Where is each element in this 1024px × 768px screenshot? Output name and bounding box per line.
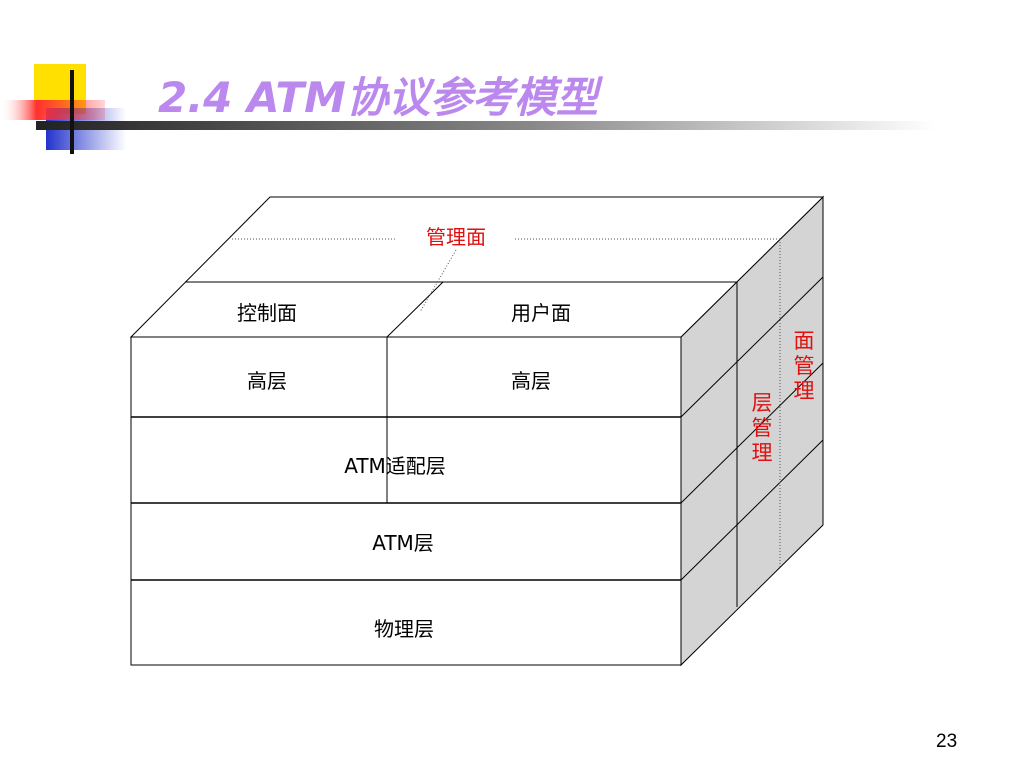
side-sep-1	[680, 276, 824, 418]
user-plane-label: 用户面	[511, 301, 571, 325]
aal-layer-label: ATM适配层	[344, 454, 446, 478]
plane-management-char: 管	[794, 354, 815, 378]
layer-management-char: 层	[752, 391, 773, 415]
layer-management-char: 管	[752, 416, 773, 440]
side-sep-3	[680, 439, 824, 581]
plane-management-char: 面	[794, 329, 815, 353]
layer-management-char: 理	[752, 441, 773, 465]
header-decoration-graphic	[0, 64, 936, 154]
control-plane-label: 控制面	[237, 301, 297, 325]
higher-layer-control-label: 高层	[247, 369, 287, 393]
atm-layer-label: ATM层	[372, 531, 434, 555]
plane-divider-top	[386, 281, 444, 338]
higher-layer-user-label: 高层	[511, 369, 551, 393]
side-sep-2	[680, 362, 824, 504]
plane-management-char: 理	[794, 379, 815, 403]
front-face	[130, 336, 682, 666]
red-bar	[0, 100, 105, 120]
slide-title: 2.4 ATM协议参考模型	[158, 73, 598, 122]
header-decoration	[0, 0, 1024, 160]
physical-layer-label: 物理层	[374, 617, 434, 641]
horizontal-rule	[36, 121, 936, 130]
vertical-rule	[70, 70, 74, 154]
page-number: 23	[936, 731, 958, 752]
management-plane-label: 管理面	[426, 225, 486, 249]
